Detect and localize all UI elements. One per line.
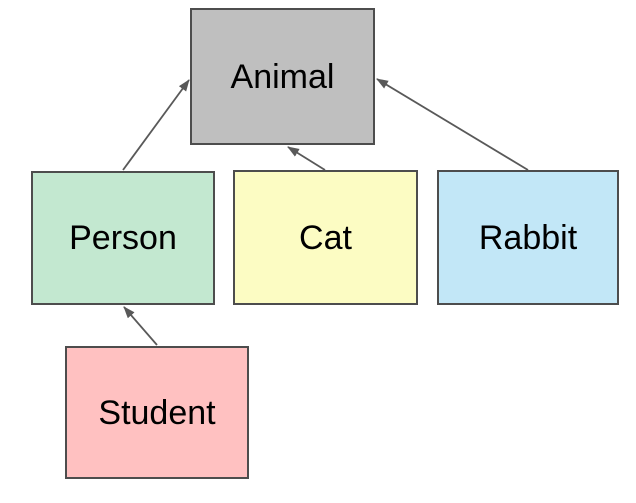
edge-person-to-animal (122, 79, 190, 171)
edge-rabbit-to-animal (376, 78, 529, 171)
node-student-label: Student (98, 393, 216, 432)
node-animal: Animal (190, 8, 375, 145)
node-rabbit-label: Rabbit (478, 218, 578, 257)
edge-student-to-person (123, 306, 158, 346)
node-animal-label: Animal (230, 57, 335, 96)
node-person: Person (31, 171, 215, 305)
node-person-label: Person (69, 219, 177, 257)
node-cat: Cat (233, 170, 418, 305)
node-rabbit: Rabbit (437, 170, 619, 305)
node-cat-label: Cat (299, 218, 352, 257)
edge-cat-to-animal (287, 146, 326, 171)
node-student: Student (65, 346, 249, 479)
